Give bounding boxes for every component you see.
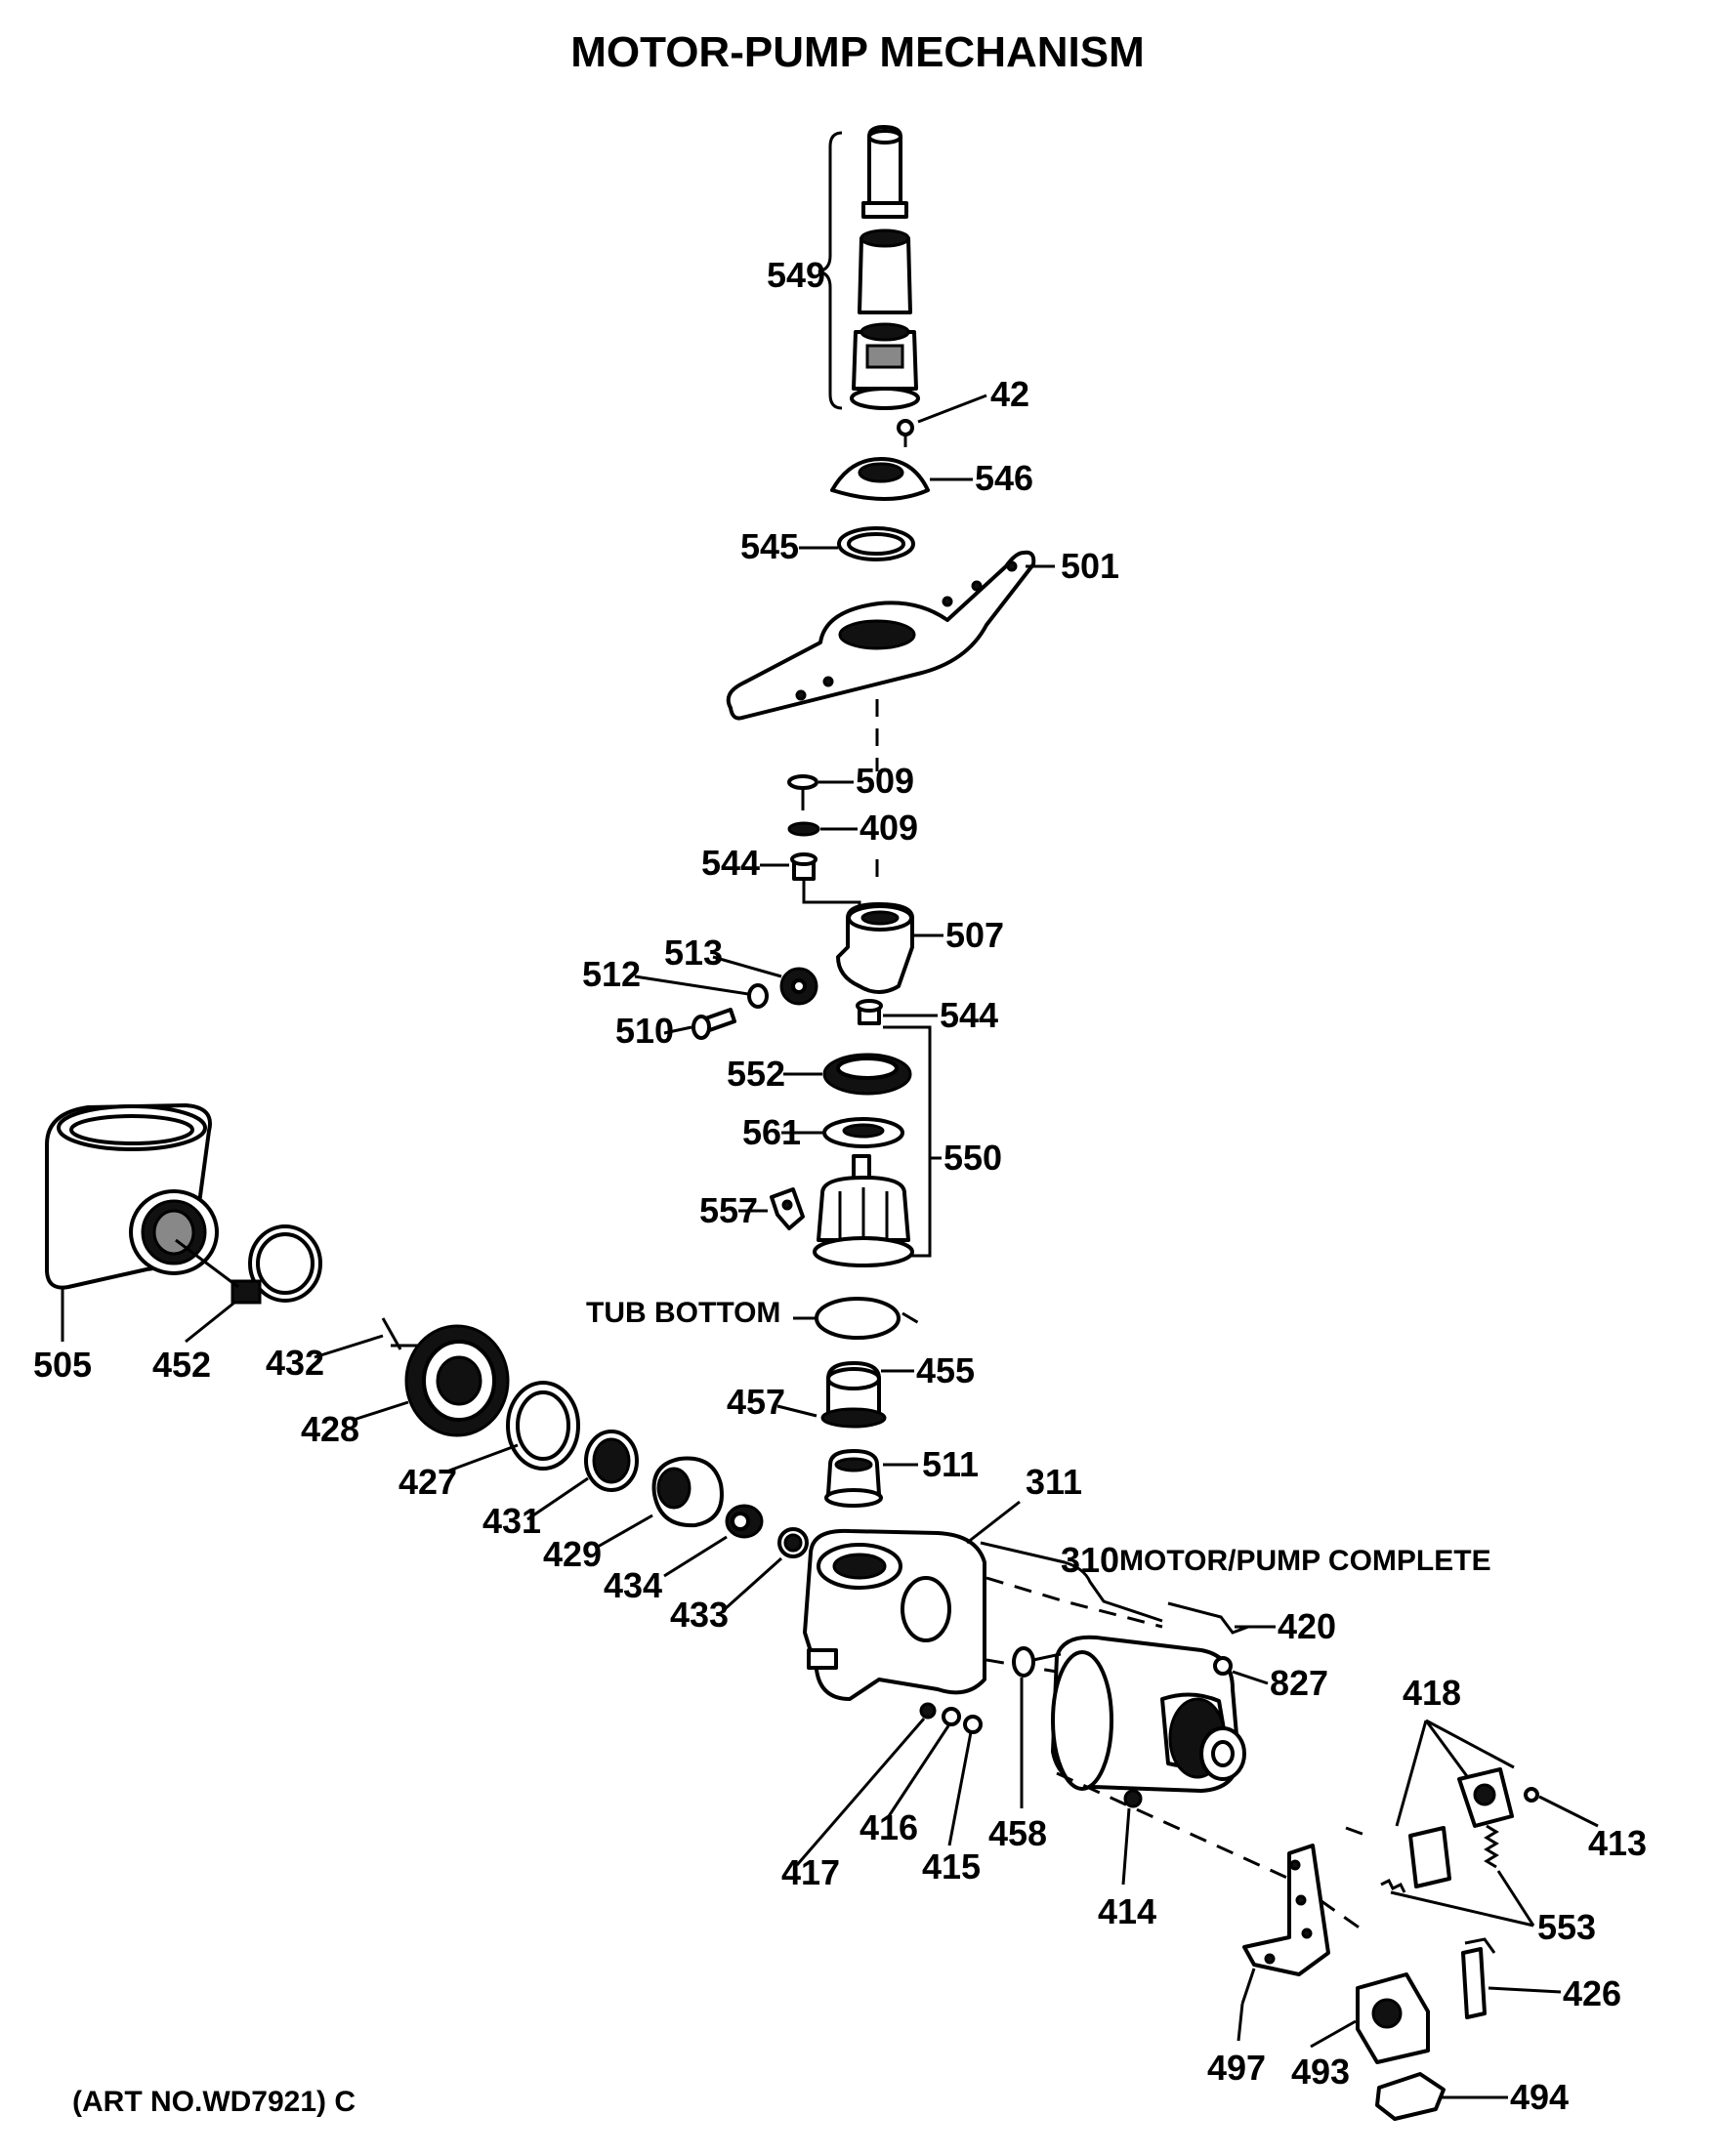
label-434: 434 [604,1565,662,1605]
label-493: 493 [1291,2052,1350,2092]
part-431-ring [526,1430,639,1521]
part-457-clamp [776,1404,887,1429]
part-311-pump-housing [803,1500,1021,1701]
label-544-lower: 544 [940,995,998,1035]
label-545: 545 [740,526,799,566]
part-434-nut [663,1504,764,1578]
label-561: 561 [742,1112,801,1152]
part-549-spray-tube-assembly [818,125,920,410]
caption-tub-bottom: TUB BOTTOM [586,1297,780,1329]
part-310-bracket [980,1541,1163,1623]
part-494-connector [1375,2072,1508,2121]
label-510: 510 [615,1011,674,1051]
label-511: 511 [922,1444,979,1484]
label-428: 428 [301,1409,359,1449]
part-827-screw [1213,1656,1269,1685]
part-546-hub [830,457,973,501]
part-501-spray-arm [726,550,1055,721]
label-427: 427 [398,1462,457,1502]
part-420-wire [1167,1601,1276,1635]
part-545-ring [799,526,915,561]
label-455: 455 [916,1350,975,1390]
label-458: 458 [988,1813,1047,1853]
part-493-solenoid [1310,1972,1430,2064]
label-42: 42 [990,374,1029,414]
part-544-lower-plug [856,999,938,1025]
part-414-screw [1121,1789,1143,1886]
part-42-screw [897,394,987,447]
part-561-washer [781,1117,904,1148]
label-432: 432 [266,1343,324,1383]
part-motor [1051,1635,1246,1793]
label-311: 311 [1026,1462,1082,1502]
label-507: 507 [945,915,1004,955]
label-415: 415 [922,1846,981,1886]
label-827: 827 [1270,1663,1328,1703]
label-429: 429 [543,1534,602,1574]
label-557: 557 [699,1190,758,1230]
label-431: 431 [482,1501,541,1541]
part-432-screw [314,1317,424,1359]
part-429-impeller [597,1456,724,1549]
label-420: 420 [1278,1606,1336,1646]
part-553-springs [1380,1824,1535,1928]
part-452-clamp [175,1224,322,1344]
label-433: 433 [670,1595,729,1635]
part-426-pin [1461,1937,1562,2019]
label-549: 549 [767,255,825,295]
part-428-impeller [353,1324,510,1437]
part-497-bracket [1240,1844,1330,2005]
part-filter-housing [813,1154,914,1267]
label-416: 416 [860,1807,918,1847]
label-417: 417 [781,1852,840,1892]
label-409: 409 [860,808,918,848]
part-507-coupling-housing [836,902,943,994]
label-310: 310 [1061,1540,1119,1580]
tub-bottom-gasket [793,1297,925,1340]
label-512: 512 [582,954,641,994]
part-458-washer [1012,1646,1062,1808]
part-557-clip [738,1187,805,1230]
part-544-upper-plug [760,852,861,914]
label-414: 414 [1098,1891,1156,1931]
label-413: 413 [1588,1823,1647,1863]
part-417-416-415-washers [795,1702,983,1866]
diagram-title: MOTOR-PUMP MECHANISM [570,28,1145,76]
part-513-gear [712,955,818,1006]
caption-motor-pump-complete: MOTOR/PUMP COMPLETE [1119,1545,1491,1577]
label-546: 546 [975,458,1033,498]
label-457: 457 [727,1382,785,1422]
part-552-seal-ring [783,1053,912,1096]
part-427-ring [448,1381,580,1472]
label-552: 552 [727,1054,785,1094]
part-433-seal [723,1527,809,1611]
label-509: 509 [856,761,914,801]
label-544-upper: 544 [701,843,760,883]
art-number: (ART NO.WD7921) C [72,2086,356,2118]
label-501: 501 [1061,546,1119,586]
part-510-shaft [663,1008,736,1040]
part-418-switch-parts [1395,1719,1515,1888]
part-409-washer [787,821,858,837]
label-452: 452 [152,1345,211,1385]
label-505: 505 [33,1345,92,1385]
part-511-fitting [824,1449,918,1508]
label-418: 418 [1403,1673,1461,1713]
part-509-bolt [787,774,854,810]
label-426: 426 [1563,1973,1621,2013]
part-512-washer [634,974,769,1009]
part-505-housing [45,1103,219,1342]
label-497: 497 [1207,2048,1266,2088]
label-553: 553 [1537,1907,1596,1947]
part-455-boot [826,1361,914,1418]
part-413-clip [1524,1787,1599,1828]
label-494: 494 [1510,2077,1569,2117]
label-513: 513 [664,933,723,973]
label-550: 550 [943,1138,1002,1178]
